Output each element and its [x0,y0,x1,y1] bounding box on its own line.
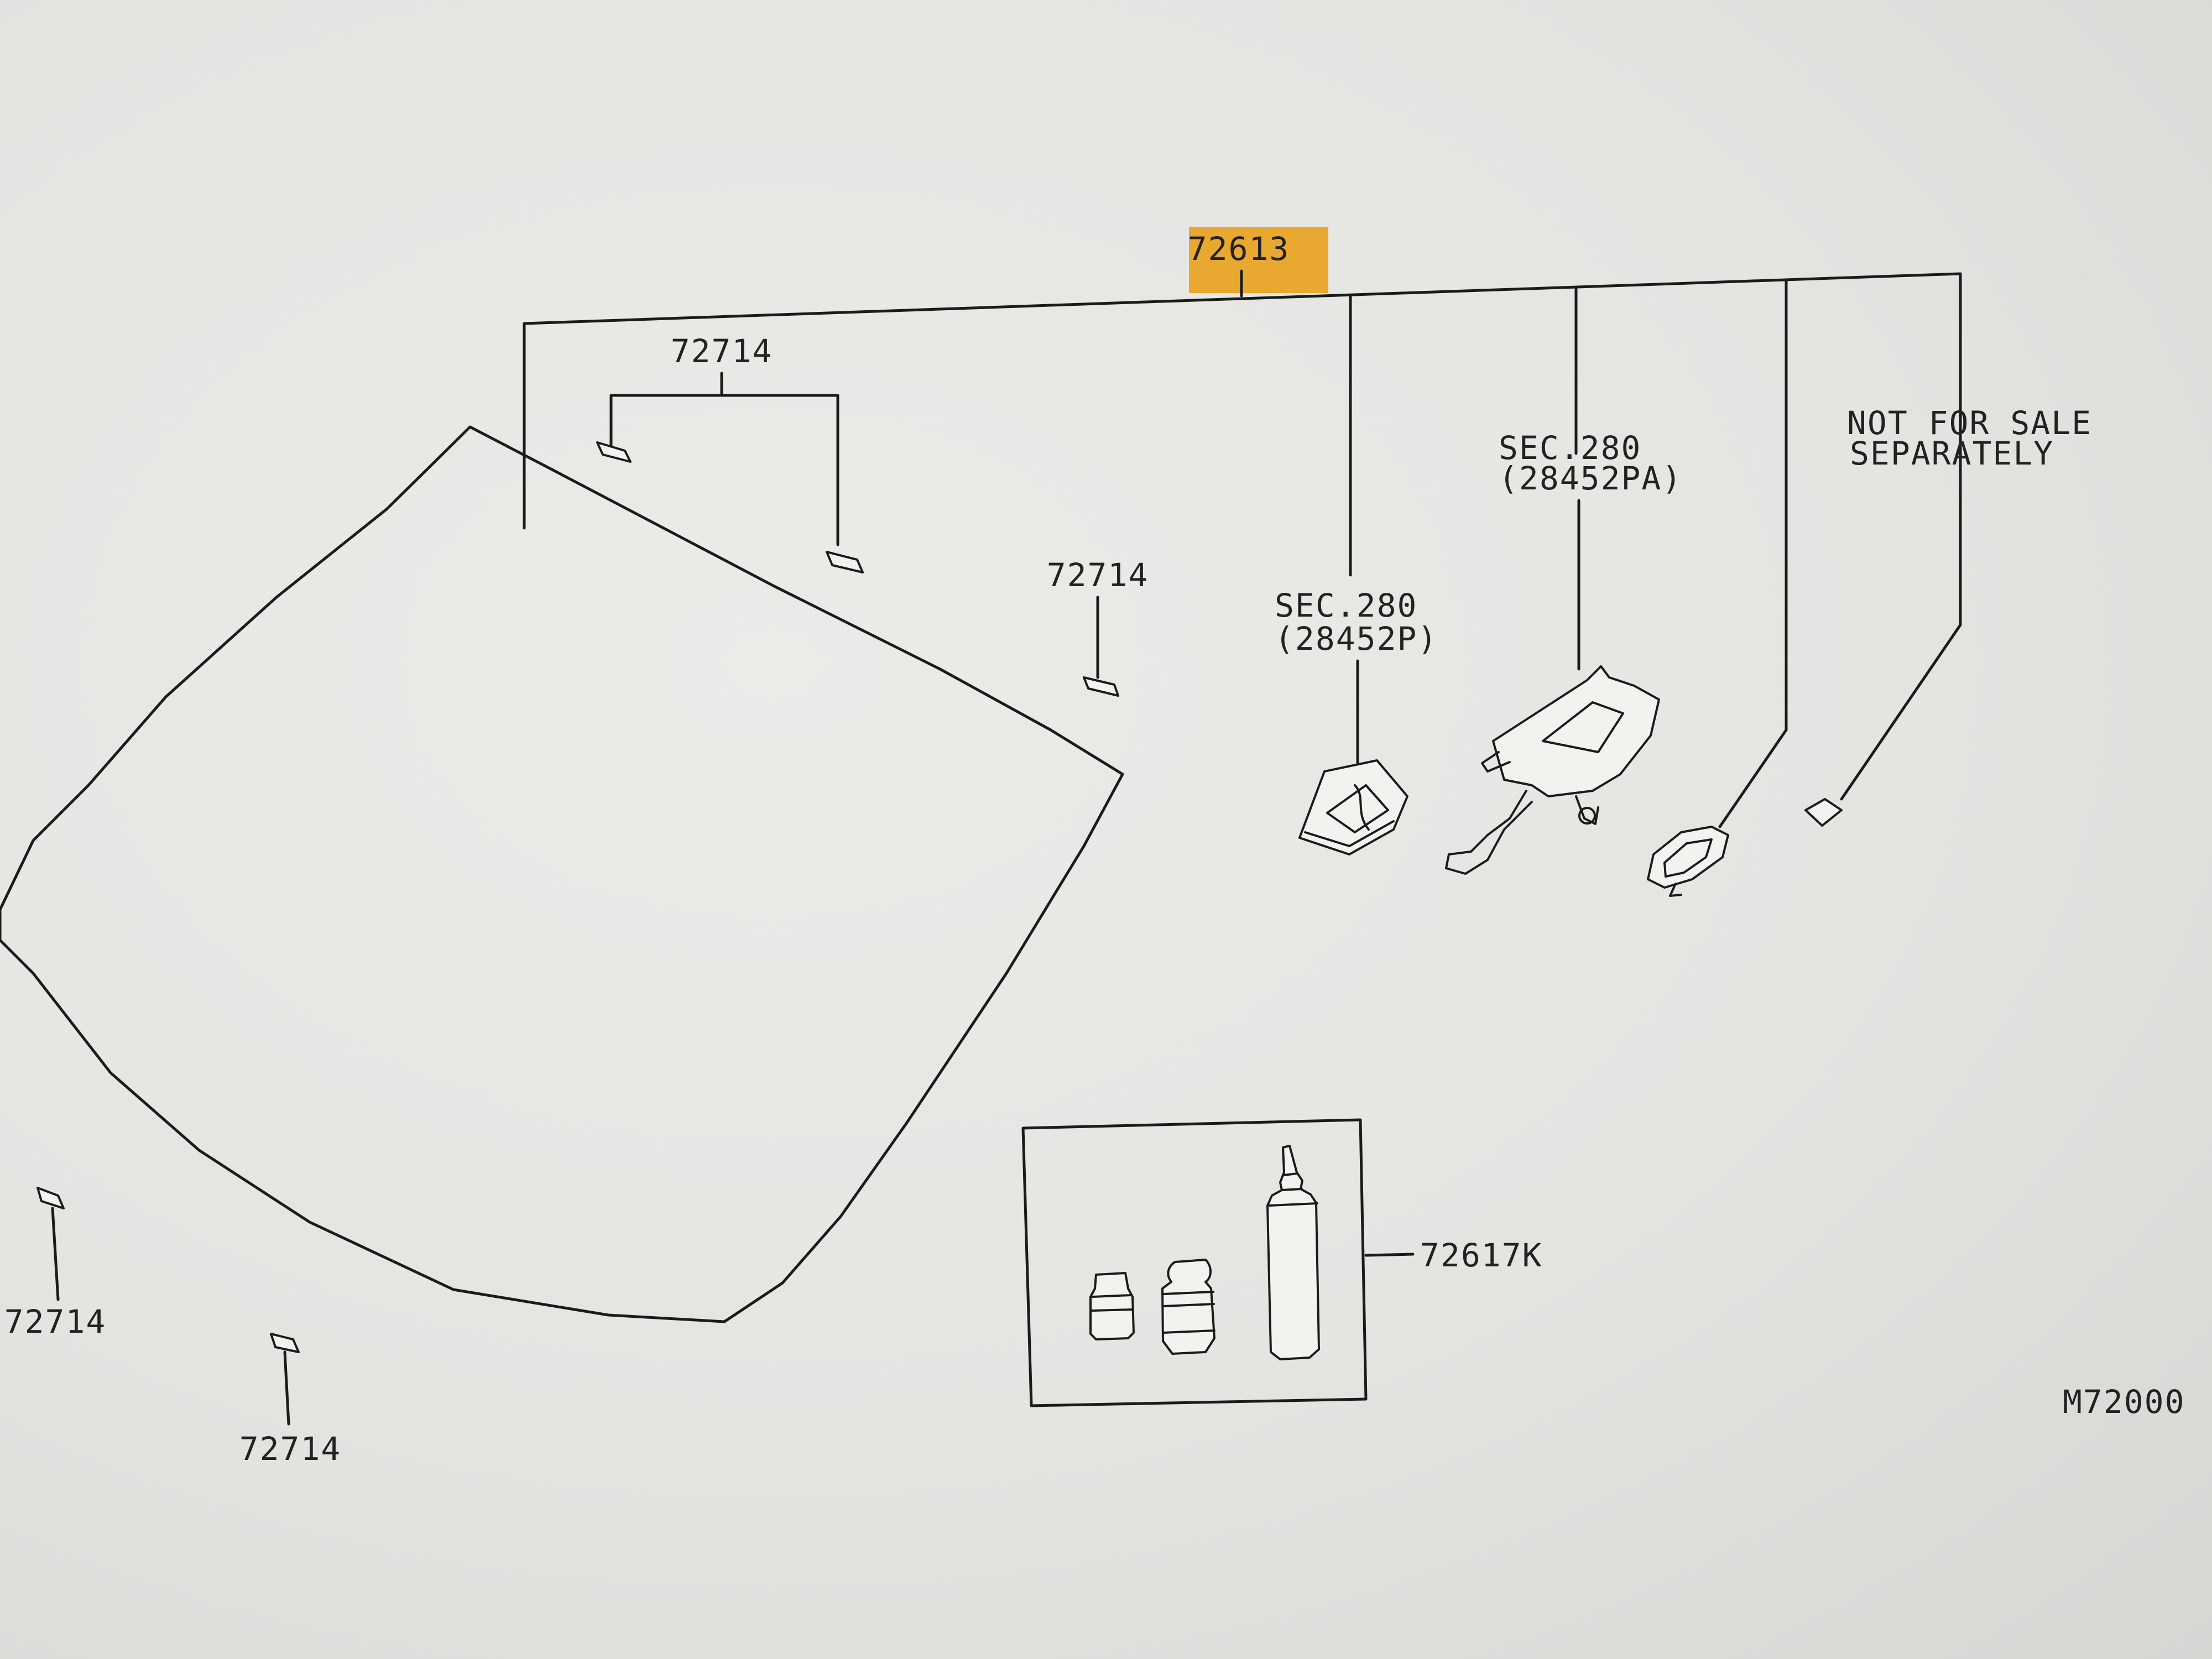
main-part-highlight [1189,227,1328,293]
clip-1[interactable] [596,441,632,463]
mirror-bracket-part[interactable] [1445,665,1660,875]
main-part-leader [523,269,1962,732]
small-connector-part[interactable] [1804,798,1843,827]
diagram-code: M72000 [2063,1383,2185,1421]
clip-3[interactable] [1083,676,1119,697]
primer-bottle-small[interactable] [1089,1272,1135,1340]
camera-bracket-part[interactable] [1298,759,1408,855]
not-for-sale-line2[interactable]: SEPARATELY [1850,435,2054,472]
clip-bottom-mid: 72714 [239,1333,342,1468]
clip-bottom-left: 72714 [4,1187,107,1340]
sec-ref-1-line2[interactable]: (28452P) [1275,620,1438,658]
main-part-number[interactable]: 72613 [1188,230,1290,268]
adhesive-kit-label[interactable]: 72617K [1420,1237,1543,1274]
sensor-cover-part[interactable] [1647,728,1788,897]
urethane-cartridge[interactable] [1266,1145,1320,1360]
clip-bottom-left-label[interactable]: 72714 [4,1303,107,1340]
clip-2[interactable] [826,551,864,573]
primer-bottle-large[interactable] [1161,1259,1215,1355]
clip-mid: 72714 [1047,556,1149,697]
windshield-glass[interactable] [0,425,1124,1323]
sec-ref-1: SEC.280 (28452P) [1275,587,1438,855]
not-for-sale-note: NOT FOR SALE SEPARATELY [1804,404,2092,827]
clip-group-top-label[interactable]: 72714 [671,332,773,370]
clip-bottom-mid-label[interactable]: 72714 [239,1430,342,1468]
not-for-sale-line1[interactable]: NOT FOR SALE [1847,404,2092,442]
sec-ref-2: SEC.280 (28452PA) [1445,429,1682,875]
adhesive-kit-box [1021,1118,1368,1407]
clip-5[interactable] [270,1333,300,1353]
sec-ref-2-line2[interactable]: (28452PA) [1499,460,1682,497]
clip-4[interactable] [36,1187,65,1209]
sec-ref-2-line1[interactable]: SEC.280 [1499,429,1641,467]
sec-ref-1-line1[interactable]: SEC.280 [1275,587,1417,624]
clip-mid-label[interactable]: 72714 [1047,556,1149,594]
clip-group-top: 72714 [596,332,864,573]
adhesive-kit: 72617K [1021,1118,1543,1407]
